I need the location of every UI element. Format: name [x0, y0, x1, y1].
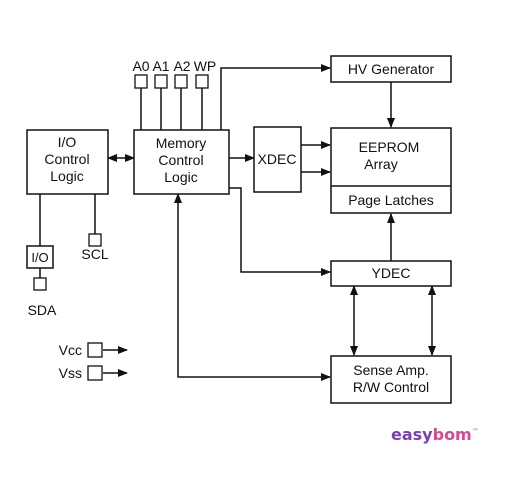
vss-pin [87, 365, 103, 381]
watermark-part-2: bom [432, 425, 472, 444]
easybom-watermark: easybom™ [391, 425, 479, 444]
page-latches-label: Page Latches [348, 192, 434, 208]
a0-label: A0 [132, 58, 149, 74]
ydec-label: YDEC [372, 265, 411, 281]
io-control-logic-block: I/O Control Logic [26, 129, 109, 195]
sense-amp-label-1: Sense Amp. [353, 362, 429, 378]
xdec-block: XDEC [253, 126, 302, 193]
io-buffer-block: I/O [26, 245, 54, 269]
sense-amp-block: Sense Amp. R/W Control [330, 355, 452, 404]
memctrl-to-hv-wire [220, 64, 331, 130]
io-control-label-3: Logic [50, 168, 83, 184]
xdec-label: XDEC [258, 151, 297, 167]
io-control-label-2: Control [44, 151, 89, 167]
memory-control-logic-block: Memory Control Logic [133, 129, 230, 195]
vcc-pin [87, 342, 103, 358]
sda-pin [33, 277, 47, 291]
a2-pin [174, 74, 188, 89]
eeprom-array-label-1: EEPROM [359, 139, 420, 155]
memctrl-to-ydec-wire [229, 187, 331, 276]
senseamp-memctrl-wire [174, 193, 331, 381]
io-control-label-1: I/O [58, 134, 77, 150]
sda-label: SDA [28, 302, 57, 318]
a2-label: A2 [173, 58, 190, 74]
ydec-block: YDEC [330, 260, 452, 287]
a0-pin [134, 74, 148, 89]
memory-control-label-2: Control [158, 152, 203, 168]
vss-label: Vss [59, 365, 82, 381]
watermark-part-1: easy [391, 425, 433, 444]
memory-control-label-1: Memory [156, 135, 207, 151]
hv-generator-block: HV Generator [330, 55, 452, 83]
a1-label: A1 [152, 58, 169, 74]
scl-label: SCL [81, 246, 108, 262]
eeprom-array-label-2: Array [364, 156, 397, 172]
vcc-label: Vcc [59, 342, 82, 358]
wp-label: WP [194, 58, 217, 74]
a1-pin [154, 74, 168, 89]
scl-pin [88, 233, 102, 247]
watermark-tm: ™ [471, 427, 479, 436]
hv-generator-label: HV Generator [348, 61, 435, 77]
memory-control-label-3: Logic [164, 169, 197, 185]
io-buffer-label: I/O [31, 250, 48, 265]
eeprom-array-block: EEPROM Array Page Latches [330, 127, 452, 214]
sense-amp-label-2: R/W Control [353, 379, 429, 395]
wp-pin [195, 74, 209, 89]
